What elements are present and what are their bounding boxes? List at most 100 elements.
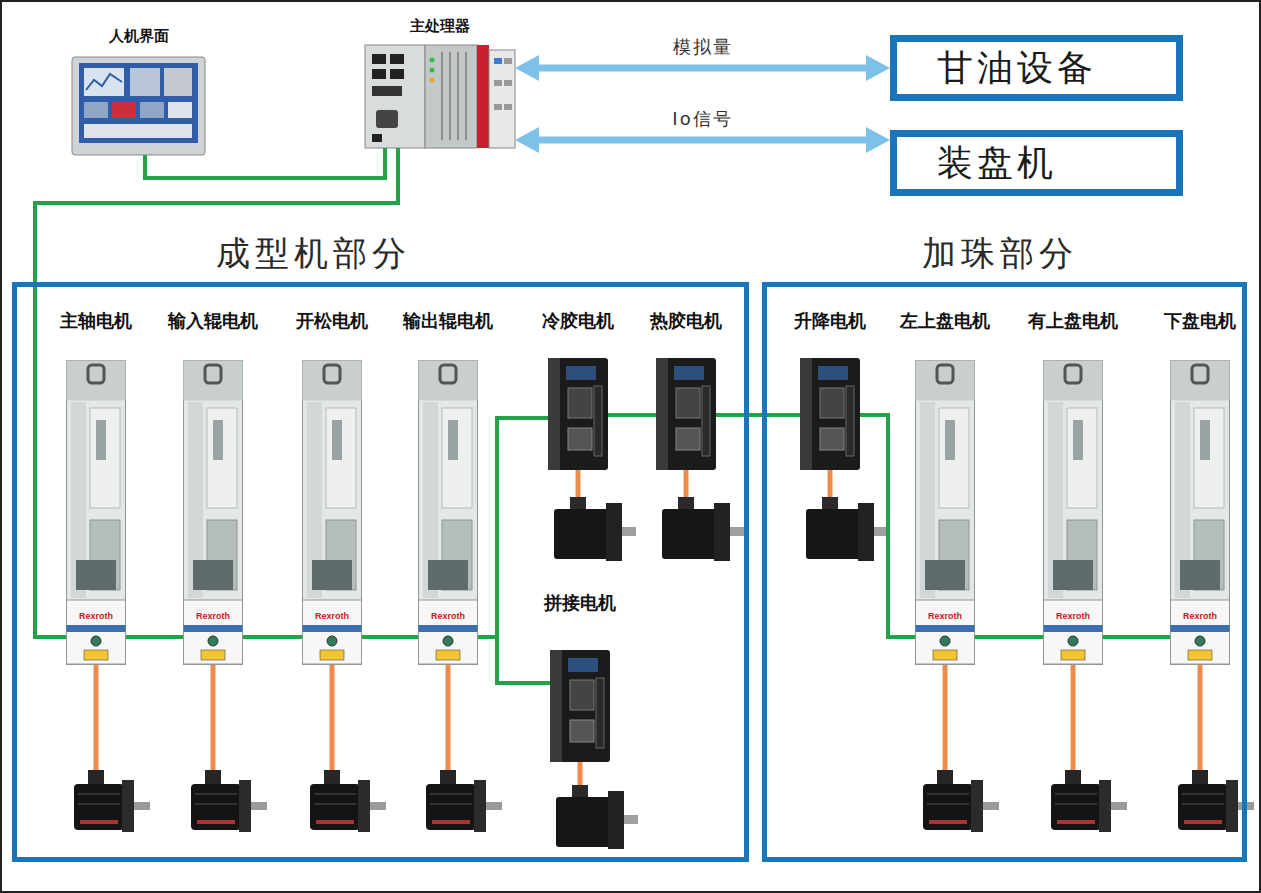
servo-drive-picture [550, 650, 610, 762]
arrow-head [866, 55, 890, 81]
servo-motor [191, 770, 267, 832]
servo-motor [662, 497, 744, 561]
servo-drive: 冷胶电机 [548, 358, 608, 470]
bus-line [975, 637, 1043, 638]
servo-drive-picture [656, 358, 716, 470]
bus-line [860, 415, 915, 637]
io-module [425, 45, 477, 148]
hmi-widget [168, 102, 192, 118]
dvi-port [376, 110, 398, 128]
bus-line [35, 148, 398, 637]
connector-line [975, 635, 1043, 639]
hmi-screen [79, 63, 198, 143]
servo-drive: 拼接电机 [550, 650, 610, 762]
bus-line [478, 637, 550, 683]
led [430, 68, 435, 73]
servo-drive-picture [800, 358, 860, 470]
signal-label: 模拟量 [670, 36, 736, 58]
part-label: 有上盘电机 [1028, 310, 1118, 332]
device-box: 甘油设备 [890, 35, 1183, 101]
signal-arrow [515, 55, 890, 81]
part-label: 升降电机 [794, 310, 866, 332]
brand-label: Rexroth [196, 612, 230, 621]
servo-drive: 有上盘电机 [1043, 360, 1103, 665]
part-label: 主处理器 [410, 17, 470, 35]
hmi-node: 人机界面 [72, 57, 205, 155]
brand-label: Rexroth [315, 612, 349, 621]
servo-motor [806, 497, 888, 561]
rexroth-drive [1044, 361, 1103, 665]
part-label: 下盘电机 [1164, 310, 1236, 332]
part-label: 拼接电机 [544, 592, 616, 614]
part-label: 热胶电机 [650, 310, 722, 332]
rexroth-drive [419, 361, 478, 665]
brand-label: Rexroth [1056, 612, 1090, 621]
port [372, 134, 382, 142]
hmi-widget [130, 68, 160, 96]
connector-line [608, 413, 656, 417]
hmi-graph [86, 74, 122, 90]
connector-line [478, 637, 550, 683]
part-label: 主轴电机 [60, 310, 132, 332]
connector-line [35, 148, 398, 637]
region-heading: 成型机部分 [216, 233, 411, 274]
servo-motor [1051, 770, 1127, 832]
connector-line [145, 148, 385, 178]
hmi-widget [112, 102, 136, 118]
servo-drive: 主轴电机 [66, 360, 126, 665]
terminal-block [489, 50, 515, 148]
device-box: 装盘机 [890, 130, 1183, 196]
terminal [504, 80, 512, 86]
box-label: 装盘机 [897, 141, 1057, 184]
connector-line [243, 635, 302, 639]
servo-drive: 输入辊电机 [183, 360, 243, 665]
bus-line [145, 148, 385, 178]
signal-label: Io信号 [669, 108, 735, 130]
connector-line [537, 137, 868, 144]
servo-drive: 升降电机 [800, 358, 860, 470]
servo-drive: 热胶电机 [656, 358, 716, 470]
bus-line [243, 637, 302, 638]
part-label: 输出辊电机 [403, 310, 493, 332]
drive-pictures [67, 358, 1230, 762]
connector-line [126, 635, 183, 639]
bus-line [478, 418, 548, 637]
motor-cables [96, 470, 1200, 787]
servo-motor [426, 770, 502, 832]
bus-line [1103, 637, 1170, 638]
servo-drive: 左上盘电机 [915, 360, 975, 665]
part-label: 开松电机 [296, 310, 368, 332]
terminal [494, 58, 502, 64]
arrow-head [866, 127, 890, 153]
hmi-widget [84, 68, 124, 96]
connector-line [478, 418, 548, 637]
arrow-head [515, 55, 539, 81]
hmi-widget [84, 124, 192, 138]
connector-line [537, 65, 868, 72]
bus-line [362, 637, 418, 638]
led [430, 78, 435, 83]
servo-motor [74, 770, 150, 832]
connector-line [860, 415, 915, 637]
terminal [504, 104, 512, 110]
port [372, 69, 386, 79]
brand-label: Rexroth [79, 612, 113, 621]
port [390, 69, 404, 79]
part-label: 输入辊电机 [168, 310, 258, 332]
terminal [494, 104, 502, 110]
region-box: 成型机部分主轴电机输入辊电机开松电机输出辊电机冷胶电机热胶电机拼接电机 [12, 282, 749, 862]
part-label: 人机界面 [109, 27, 169, 45]
terminal [504, 58, 512, 64]
servo-motor [554, 497, 636, 561]
port [372, 86, 402, 96]
hmi-frame [72, 57, 205, 155]
connector-line [362, 635, 418, 639]
bus-line [126, 637, 183, 638]
box-label: 甘油设备 [897, 46, 1097, 89]
red-stripe [477, 45, 489, 148]
cpu-module [365, 45, 425, 148]
servo-motor [923, 770, 999, 832]
region-heading: 加珠部分 [922, 233, 1078, 274]
